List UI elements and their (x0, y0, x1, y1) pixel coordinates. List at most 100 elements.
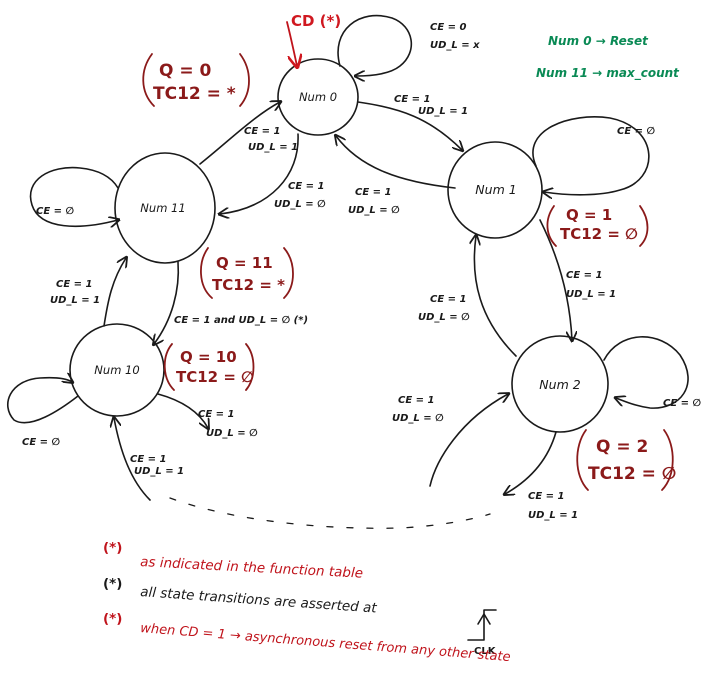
footnote-3-text: when CD = 1 → asynchronous reset from an… (140, 621, 511, 665)
svg-text:CE = 1: CE = 1 (566, 270, 602, 281)
legend-line-1: Num 0 → Reset (548, 34, 649, 48)
svg-text:UD_L = 1: UD_L = 1 (248, 142, 298, 153)
output-num0: Q = 0 TC12 = * (142, 53, 250, 107)
output-num11: Q = 11 TC12 = * (200, 247, 294, 299)
state-num2-circle (511, 335, 609, 433)
svg-text:UD_L = ∅: UD_L = ∅ (274, 199, 326, 210)
svg-text:UD_L = ∅: UD_L = ∅ (418, 312, 470, 323)
num0-self-loop (337, 14, 413, 76)
svg-text:UD_L = ∅: UD_L = ∅ (348, 205, 400, 216)
label-num0-self: CE = 0 UD_L = x (430, 22, 480, 51)
footnote-2-clk: CLK (474, 646, 497, 657)
state-num11-label: Num 11 (140, 201, 185, 215)
svg-text:CE = 1: CE = 1 (130, 454, 166, 465)
output-num10-q: Q = 10 (180, 348, 237, 366)
state-num11: Num 11 (114, 152, 216, 264)
label-num10-to-num11: CE = 1 UD_L = 1 (50, 279, 100, 306)
label-out-num10: CE = 1 UD_L = ∅ (198, 409, 258, 439)
edge-num0-to-num1 (357, 101, 462, 150)
num11-self-loop (29, 166, 118, 227)
svg-text:UD_L = 1: UD_L = 1 (418, 106, 468, 117)
svg-text:CE = 1: CE = 1 (430, 294, 466, 305)
legend: Num 0 → Reset Num 11 → max_count (536, 34, 680, 81)
footnote-3: (*) when CD = 1 → asynchronous reset fro… (103, 611, 511, 665)
reset-arrow-line (286, 21, 297, 66)
output-num11-q: Q = 11 (216, 254, 273, 272)
edge-num0-to-num11 (220, 133, 299, 214)
label-num2-self: CE = ∅ (663, 398, 701, 409)
output-num10: Q = 10 TC12 = ∅ (163, 343, 255, 391)
svg-text:CE = 1: CE = 1 (528, 491, 564, 502)
output-num0-tc: TC12 = * (153, 84, 236, 104)
svg-text:UD_L = 1: UD_L = 1 (50, 295, 100, 306)
label-num11-to-num10: CE = 1 and UD_L = ∅ (*) (174, 315, 308, 326)
edge-num1-to-num2 (539, 219, 572, 340)
state-num10-label: Num 10 (94, 363, 139, 377)
svg-text:UD_L = 1: UD_L = 1 (566, 289, 616, 300)
num2-self-loop (603, 336, 689, 409)
state-num11-circle (114, 152, 216, 264)
num10-self-loop (7, 378, 79, 424)
edge-out-num2 (505, 431, 557, 494)
svg-text:CE = 1: CE = 1 (56, 279, 92, 290)
label-num0-to-num1: CE = 1 UD_L = 1 (394, 94, 468, 117)
footnote-1-mark: (*) (103, 540, 122, 556)
state-num0-circle (277, 58, 359, 136)
state-num0-label: Num 0 (299, 90, 337, 104)
state-num10: Num 10 (69, 323, 165, 417)
label-num0-to-num11: CE = 1 UD_L = ∅ (274, 181, 326, 210)
svg-text:CE = 1: CE = 1 (398, 395, 434, 406)
svg-text:UD_L = x: UD_L = x (430, 40, 480, 51)
edge-num11-to-num0 (199, 102, 280, 165)
state-num1-label: Num 1 (475, 182, 516, 197)
label-num10-self: CE = ∅ (22, 437, 60, 448)
label-into-num2: CE = 1 UD_L = ∅ (392, 395, 444, 424)
svg-text:UD_L = 1: UD_L = 1 (134, 466, 184, 477)
label-into-num10: CE = 1 UD_L = 1 (130, 454, 184, 477)
label-num1-self: CE = ∅ (617, 126, 655, 137)
edge-into-num10 (114, 418, 151, 501)
clk-rising-edge-icon (467, 609, 497, 641)
output-num2-tc: TC12 = ∅ (588, 464, 676, 484)
reset-label: CD (*) (291, 12, 341, 30)
edge-into-num2 (429, 394, 508, 487)
label-num1-to-num2: CE = 1 UD_L = 1 (566, 270, 616, 300)
edge-num2-to-num1 (474, 236, 517, 357)
state-num2: Num 2 (511, 335, 609, 433)
svg-text:UD_L = ∅: UD_L = ∅ (392, 413, 444, 424)
svg-text:UD_L = ∅: UD_L = ∅ (206, 428, 258, 439)
label-num1-to-num0: CE = 1 UD_L = ∅ (348, 187, 400, 216)
output-num0-q: Q = 0 (159, 61, 212, 81)
output-num10-tc: TC12 = ∅ (176, 368, 254, 386)
edge-out-num10 (157, 393, 208, 428)
edge-num10-to-num11 (103, 258, 126, 327)
edge-num11-to-num10 (154, 261, 180, 344)
output-num1-tc: TC12 = ∅ (560, 225, 638, 243)
footnote-1-text: as indicated in the function table (140, 554, 364, 582)
output-num11-tc: TC12 = * (212, 276, 285, 294)
state-num0: Num 0 (277, 58, 359, 136)
svg-text:CE = 1: CE = 1 (198, 409, 234, 420)
num1-self-loop (532, 116, 650, 195)
output-num2: Q = 2 TC12 = ∅ (576, 429, 676, 491)
edge-num1-to-num0 (336, 136, 456, 189)
dashed-continuation (169, 497, 491, 529)
svg-text:CE = 1: CE = 1 (355, 187, 391, 198)
footnote-2-text: all state transitions are asserted at (140, 584, 378, 617)
label-out-num2: CE = 1 UD_L = 1 (528, 491, 578, 521)
label-num11-to-num0: CE = 1 UD_L = 1 (244, 126, 298, 153)
svg-text:CE = 1: CE = 1 (288, 181, 324, 192)
state-num1: Num 1 (447, 141, 543, 239)
output-num1-q: Q = 1 (566, 206, 612, 224)
legend-line-2: Num 11 → max_count (536, 66, 680, 81)
output-num2-q: Q = 2 (596, 437, 648, 457)
footnote-1: (*) as indicated in the function table (103, 540, 363, 582)
svg-text:CE = 0: CE = 0 (430, 22, 467, 33)
footnote-2-mark: (*) (103, 576, 122, 592)
svg-text:CE = 1: CE = 1 (244, 126, 280, 137)
label-num2-to-num1: CE = 1 UD_L = ∅ (418, 294, 470, 323)
reset-arrow: CD (*) (286, 12, 341, 66)
state-num2-label: Num 2 (539, 377, 580, 392)
